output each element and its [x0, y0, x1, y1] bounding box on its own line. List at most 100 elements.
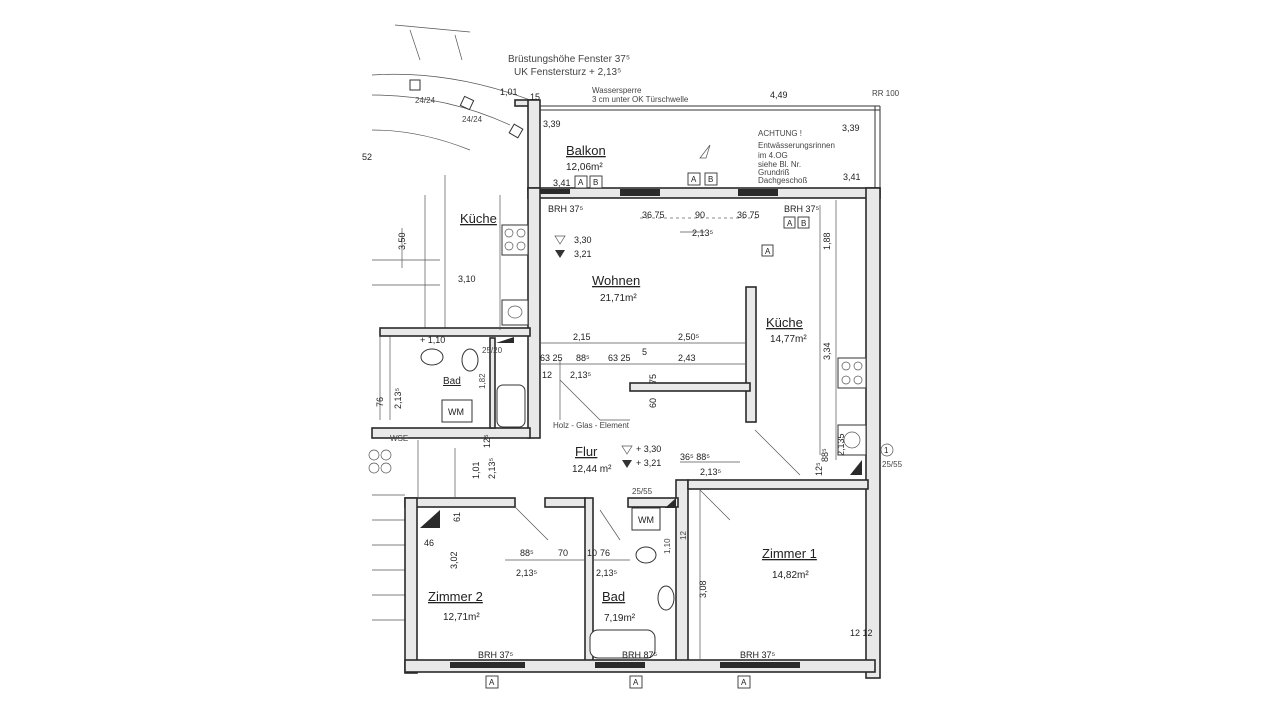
dim-label: 2,13⁵ — [570, 370, 592, 380]
brh-label: BRH 37⁵ — [478, 650, 514, 660]
room-name-zimmer1: Zimmer 1 — [762, 546, 817, 561]
room-name-kueche-left: Küche — [460, 211, 497, 226]
dim-label: 10 — [587, 548, 597, 558]
svg-text:Entwässerungsrinnen: Entwässerungsrinnen — [758, 141, 835, 150]
dim-label: 63 25 — [608, 353, 631, 363]
room-area-balkon: 12,06m² — [566, 162, 603, 173]
dim-label: 24/24 — [462, 115, 483, 124]
dim-label: 2,13⁵ — [700, 467, 722, 477]
dim-label: 88⁵ — [820, 448, 830, 462]
dim-label: 36⁵ 88⁵ — [680, 452, 710, 462]
level-marker-icon — [621, 445, 633, 455]
dim-label: 3,39 — [543, 119, 561, 129]
walls — [371, 99, 881, 679]
svg-text:im 4.OG: im 4.OG — [758, 151, 788, 160]
marker-b — [589, 175, 603, 189]
marker-b-label: B — [708, 175, 713, 184]
exterior-context — [368, 24, 531, 621]
dim-label: 1,88 — [822, 232, 832, 250]
marker-a-label: A — [578, 178, 584, 187]
room-name-bad-bottom: Bad — [602, 589, 625, 604]
water-barrier-note: Wassersperre — [592, 86, 642, 95]
level-label: 3,21 — [574, 249, 592, 259]
dim-label: 3,41 — [553, 178, 571, 188]
dim-label: 2,13⁵ — [393, 387, 403, 409]
sink-icon — [837, 424, 867, 456]
dim-label: 1,01 — [500, 87, 518, 97]
dim-label: 1,01 — [471, 461, 481, 479]
dim-label: 5 — [642, 347, 647, 357]
room-name-wohnen: Wohnen — [592, 273, 640, 288]
shaft-icon — [496, 337, 514, 343]
dim-label: 60 — [648, 398, 658, 408]
dim-label: 12 12 — [850, 628, 873, 638]
room-name-zimmer2: Zimmer 2 — [428, 589, 483, 604]
marker-a-label: A — [741, 678, 747, 687]
room-area-zimmer1: 14,82m² — [772, 570, 809, 581]
dim-label: 52 — [362, 152, 372, 162]
sill-height-note: Brüstungshöhe Fenster 37⁵ — [508, 54, 630, 65]
brh-label: BRH 87⁵ — [622, 650, 658, 660]
column-icon — [508, 123, 524, 139]
marker-b-label: B — [593, 178, 598, 187]
fixtures — [420, 195, 867, 659]
warning-note: ACHTUNG ! Entwässerungsrinnen im 4.OG si… — [758, 129, 835, 185]
dimension-lines — [401, 205, 821, 660]
dim-label: 88⁵ — [576, 353, 590, 363]
dim-label: 2,43 — [678, 353, 696, 363]
dim-label: 1,10 — [663, 538, 672, 554]
marker-a-label: A — [691, 175, 697, 184]
dim-label: 36 75 — [642, 210, 665, 220]
wood-glass-note: Holz - Glas - Element — [553, 421, 630, 430]
dim-label: 4,49 — [770, 90, 788, 100]
dim-label: 75 — [648, 374, 658, 384]
bathtub-icon — [496, 384, 526, 428]
marker-a — [687, 172, 701, 186]
toilet-icon — [657, 585, 675, 611]
marker-a-label: A — [787, 219, 793, 228]
marker-a — [629, 675, 643, 689]
dim-label: 12⁵ — [814, 462, 824, 476]
dim-label: 63 25 — [540, 353, 563, 363]
dim-label: 46 — [424, 538, 434, 548]
dim-label: + 1,10 — [420, 335, 445, 345]
room-area-kueche: 14,77m² — [770, 334, 807, 345]
shaft-icon — [850, 460, 862, 475]
shaft-icon — [665, 498, 676, 508]
dim-label: 3,02 — [449, 551, 459, 569]
section-marker-label: 1 — [884, 446, 889, 455]
washing-machine-label: WM — [638, 515, 654, 525]
water-barrier-note-2: 3 cm unter OK Türschwelle — [592, 95, 689, 104]
level-label: + 3,21 — [636, 458, 661, 468]
brh-label: BRH 37⁵ — [784, 204, 820, 214]
svg-text:ACHTUNG !: ACHTUNG ! — [758, 129, 802, 138]
marker-a — [761, 244, 774, 257]
washbasin-icon — [420, 348, 444, 366]
wse-note: WSE — [390, 434, 408, 443]
marker-b — [704, 172, 718, 186]
dim-label: 2,15 — [573, 332, 591, 342]
rr-note: RR 100 — [872, 89, 900, 98]
marker-b-label: B — [801, 219, 806, 228]
dim-label: 2,13⁵ — [487, 457, 497, 479]
dim-label: 12 — [679, 531, 688, 540]
washing-machine-icon — [631, 507, 661, 531]
room-name-flur: Flur — [575, 444, 598, 459]
svg-text:siehe Bl. Nr.: siehe Bl. Nr. — [758, 160, 801, 169]
washing-machine-label: WM — [448, 407, 464, 417]
dim-label: 2,135 — [836, 433, 846, 456]
dim-label: 3,34 — [822, 342, 832, 360]
level-marker-icon — [622, 460, 632, 468]
dim-label: 2,13⁵ — [596, 568, 618, 578]
room-name-kueche: Küche — [766, 315, 803, 330]
marker-a-label: A — [633, 678, 639, 687]
dim-label: 3,08 — [698, 580, 708, 598]
dim-label: 25/20 — [482, 346, 503, 355]
section-marker-icon — [880, 443, 894, 457]
dim-label: 12 — [542, 370, 552, 380]
column-icon — [409, 79, 421, 91]
stove-icon — [501, 224, 529, 256]
lintel-note: UK Fenstersturz + 2,13⁵ — [514, 67, 621, 78]
dim-label: 1,82 — [478, 373, 487, 389]
marker-a — [737, 675, 751, 689]
